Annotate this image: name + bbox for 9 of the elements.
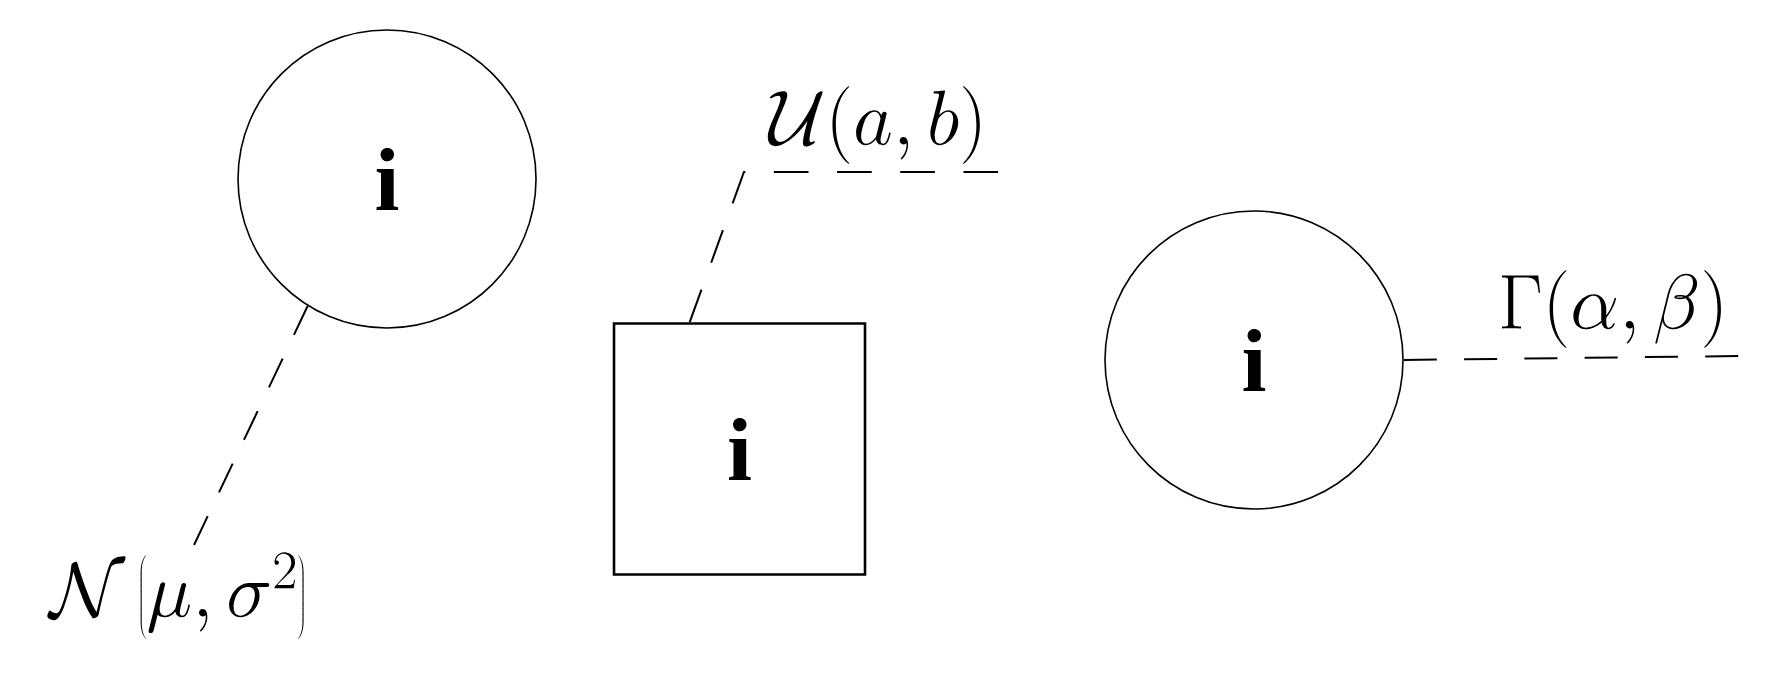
circle-node: i: [1104, 210, 1404, 510]
circle-node: i: [237, 29, 537, 329]
leader-line: [193, 305, 309, 546]
leader-line: [688, 171, 1000, 324]
leader-line: [1402, 355, 1740, 361]
formula-label: $\Gamma(\alpha,\beta)$: [1501, 270, 1721, 348]
formula-label: $\mathcal{N}\left(\mu,\sigma^2\right)$: [47, 552, 304, 639]
formula-label: $\mathcal{U}(a,b)$: [767, 86, 980, 164]
square-node: i: [612, 322, 867, 576]
